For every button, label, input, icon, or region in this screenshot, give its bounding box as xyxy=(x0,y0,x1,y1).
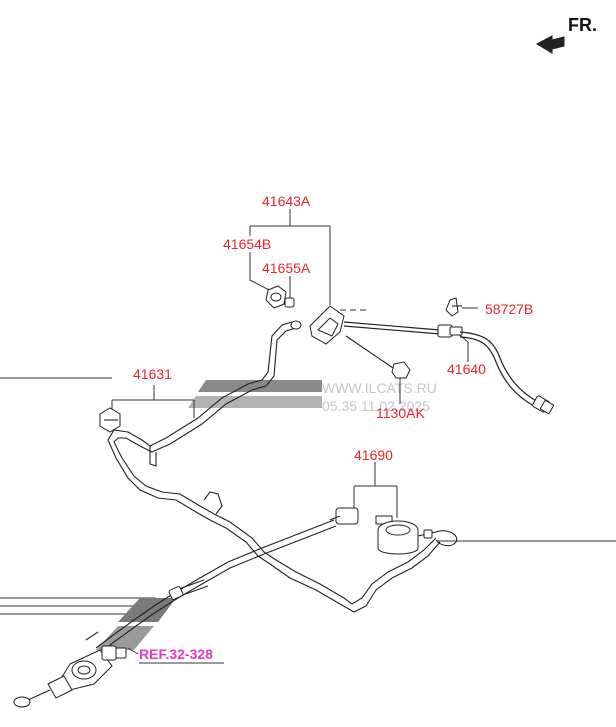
watermark-line-2: 05.35 11.02.2025 xyxy=(322,398,430,414)
reference-lines xyxy=(0,309,616,615)
part-label-1130AK: 1130AK xyxy=(376,405,425,421)
front-direction-label: FR. xyxy=(568,15,597,35)
front-direction-arrow-icon xyxy=(535,35,565,54)
reference-callout: REF.32-328 xyxy=(139,646,224,664)
part-label-41643A: 41643A xyxy=(262,193,311,209)
front-direction-indicator: FR. xyxy=(535,15,597,54)
part-label-41631: 41631 xyxy=(133,366,172,382)
bracket-41643A xyxy=(290,305,345,345)
watermark-line-1: WWW.ILCATS.RU xyxy=(322,380,437,396)
part-label-41690: 41690 xyxy=(354,447,393,463)
damper-41690 xyxy=(329,507,458,555)
part-label-41654B: 41654B xyxy=(223,236,271,252)
clutch-hose-41640 xyxy=(343,321,554,414)
bushing-41655A xyxy=(284,297,295,308)
part-labels: 41643A 41654B 41655A 58727B 41640 41631 … xyxy=(133,193,533,463)
release-cylinder-assembly xyxy=(13,579,209,708)
nut-41654B xyxy=(265,285,287,309)
part-label-58727B: 58727B xyxy=(485,301,533,317)
hatched-bands xyxy=(96,380,322,650)
part-label-41655A: 41655A xyxy=(262,260,311,276)
part-label-41640: 41640 xyxy=(447,361,486,377)
watermark: WWW.ILCATS.RU 05.35 11.02.2025 xyxy=(322,380,437,414)
clip-58727B xyxy=(445,297,462,317)
pipe-clip-left xyxy=(99,407,121,433)
clutch-pipe-41631 xyxy=(107,321,441,613)
clutch-pipe-lower xyxy=(95,519,337,655)
bolt-1130AK xyxy=(345,335,411,379)
reference-label: REF.32-328 xyxy=(139,646,213,662)
